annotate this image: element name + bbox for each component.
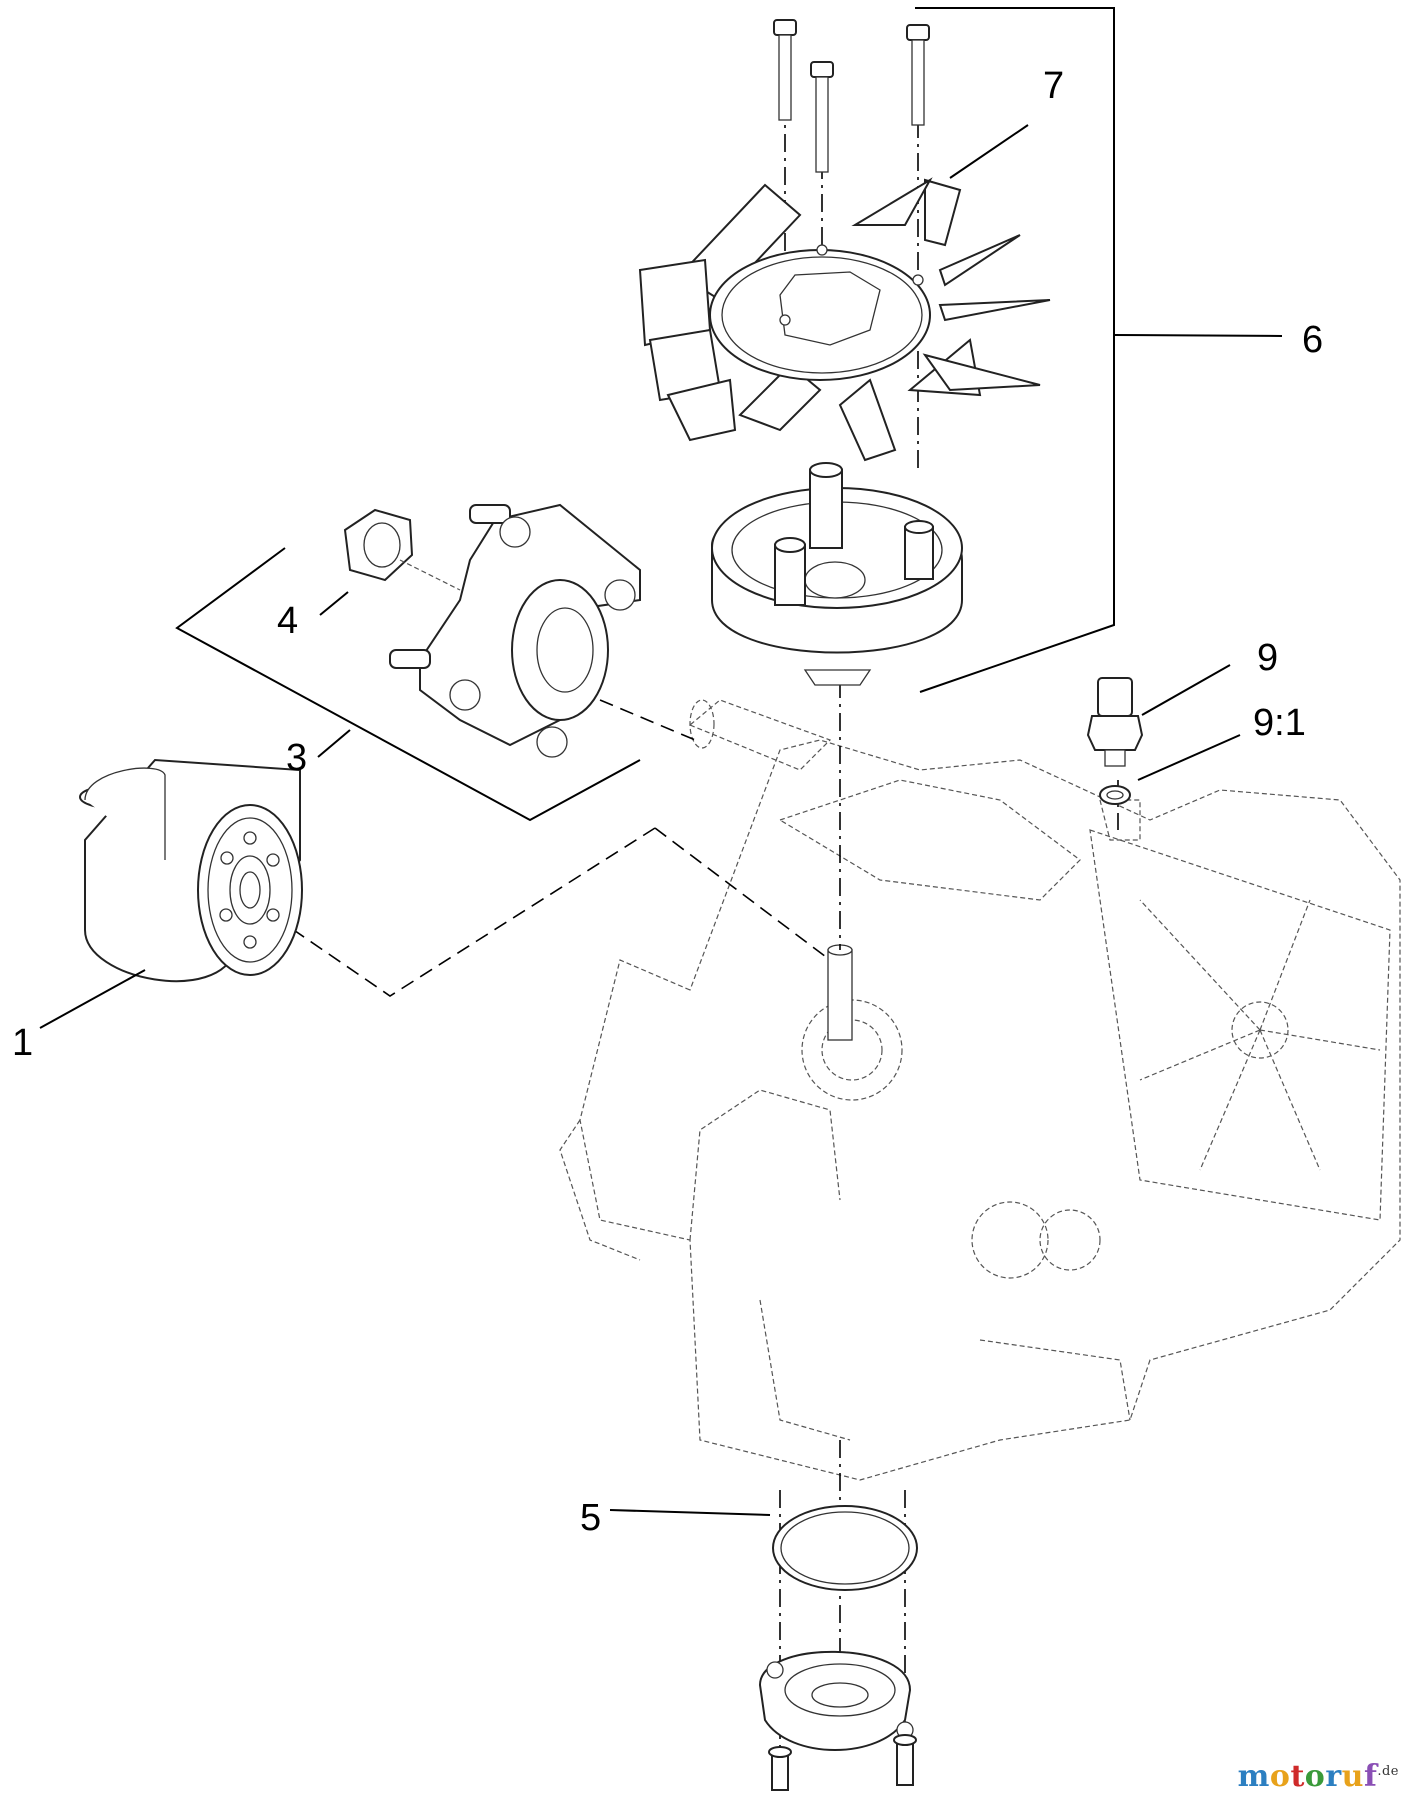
- oil-filter: [79, 758, 303, 983]
- fan-bolts: [773, 19, 930, 173]
- watermark-letter: o: [1269, 1759, 1291, 1794]
- watermark-letter: r: [1325, 1759, 1342, 1794]
- callout-7: 7: [1043, 65, 1064, 107]
- callout-6: 6: [1302, 319, 1323, 361]
- input-shaft: [688, 699, 832, 771]
- watermark-letter: f: [1363, 1759, 1378, 1794]
- breather-fitting: [1086, 677, 1144, 767]
- watermark-suffix: .de: [1377, 1764, 1399, 1779]
- callout-labels: 1 3 4 5 6 7 9 9:1: [12, 65, 1323, 1539]
- watermark-letter: u: [1341, 1759, 1364, 1794]
- fan-bolt: [773, 19, 797, 121]
- callout-9: 9: [1257, 637, 1278, 679]
- cooling-fan: [638, 177, 1051, 462]
- watermark-letter: o: [1304, 1759, 1326, 1794]
- hub-nut: [343, 508, 461, 591]
- o-ring: [772, 1505, 918, 1591]
- watermark-letter: t: [1290, 1759, 1305, 1794]
- callout-5: 5: [580, 1497, 601, 1539]
- leader-lines: [39, 7, 1283, 1516]
- transmission-housing: [559, 739, 1401, 1481]
- watermark-logo: motoruf.de: [1238, 1759, 1399, 1794]
- callout-9-1: 9:1: [1253, 702, 1306, 744]
- pump-shaft: [827, 944, 853, 1041]
- sealing-washer: [1099, 785, 1131, 805]
- callout-1: 1: [12, 1022, 33, 1064]
- cover-bolt: [893, 1734, 917, 1786]
- fan-bolt: [810, 61, 834, 173]
- watermark-letter: m: [1237, 1759, 1270, 1794]
- watermark-name: motoruf: [1238, 1759, 1378, 1794]
- drive-pulley: [711, 462, 963, 686]
- callout-3: 3: [286, 737, 307, 779]
- callout-4: 4: [277, 600, 298, 642]
- cover-bolt: [768, 1746, 792, 1791]
- bottom-cover: [758, 1650, 914, 1751]
- fan-bolt: [906, 24, 930, 126]
- hub-assembly: [389, 503, 641, 758]
